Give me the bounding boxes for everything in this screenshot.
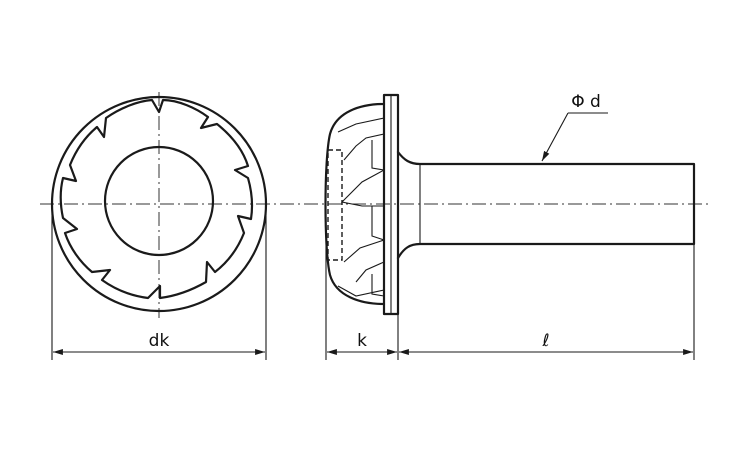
dk-label: dk [149,331,170,351]
dimension-k: k [325,210,399,360]
diameter-label: Φ d [571,92,601,112]
serration-facet-lines [337,117,385,297]
head-recess-circle [103,145,215,257]
screw-side-view [324,93,696,316]
k-label: k [357,331,367,351]
hidden-recess-lines [327,149,343,261]
dimension-length: ℓ [399,244,695,360]
dimension-shank-diameter: Φ d [541,92,608,162]
head-dome-outline [324,102,386,306]
serrated-washer-outline [59,98,254,300]
head-outer-circle [50,95,268,313]
dimension-dk: dk [51,214,267,360]
diameter-leader-arrow [541,112,569,162]
length-label: ℓ [541,331,549,351]
shank-outline [396,150,696,260]
head-end-view [40,92,712,318]
